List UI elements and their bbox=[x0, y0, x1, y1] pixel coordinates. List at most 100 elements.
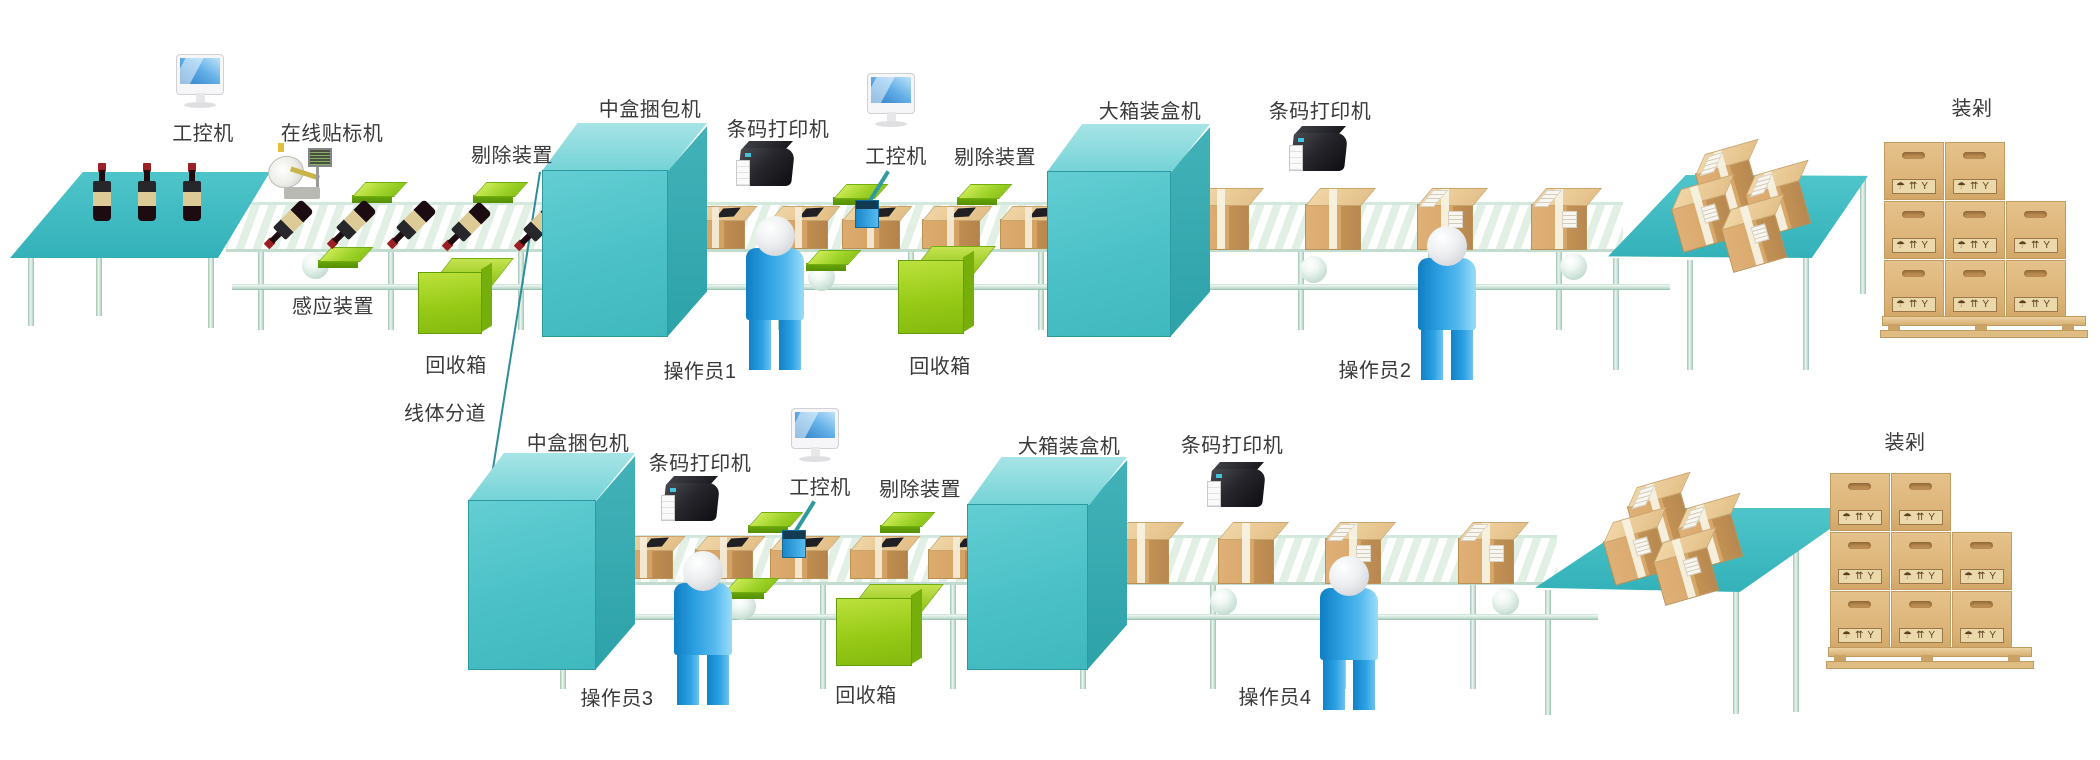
label-reject-device-2: 剔除装置 bbox=[954, 147, 1036, 169]
label-mid-box-bundler-1: 中盒捆包机 bbox=[598, 99, 702, 121]
machine-face-front bbox=[542, 170, 668, 337]
label-barcode-printer-4: 条码打印机 bbox=[1180, 435, 1284, 457]
pallet-foot bbox=[1975, 324, 1987, 331]
carton-box bbox=[850, 537, 908, 579]
table-leg bbox=[28, 256, 34, 326]
monitor-stand bbox=[196, 93, 205, 102]
pallet-row bbox=[1884, 201, 2066, 259]
monitor-stand bbox=[811, 447, 820, 456]
pallet-row bbox=[1830, 473, 2012, 531]
pallet-row bbox=[1884, 260, 2066, 318]
table-leg bbox=[1860, 178, 1866, 294]
sensor-ball bbox=[1492, 588, 1519, 615]
machine-face-front bbox=[967, 504, 1088, 670]
conveyor-leg bbox=[1210, 579, 1216, 689]
bin-side bbox=[911, 588, 922, 665]
label-mid-box-bundler-2: 中盒捆包机 bbox=[526, 433, 630, 455]
labeler-pole bbox=[316, 164, 319, 194]
labeler-flag bbox=[278, 143, 284, 152]
printer-button bbox=[745, 153, 751, 157]
operator-head bbox=[755, 216, 795, 256]
table-leg bbox=[208, 256, 214, 328]
conveyor-leg bbox=[1470, 579, 1476, 689]
sensor-ball bbox=[1560, 253, 1587, 280]
pallet-box bbox=[1891, 532, 1951, 590]
operator-body bbox=[746, 248, 804, 320]
pallet-row bbox=[1884, 142, 2066, 200]
shipping-label bbox=[1681, 505, 1706, 531]
barcode-sticker bbox=[644, 537, 669, 548]
table-leg bbox=[1545, 590, 1551, 715]
label-recycle-bin-3: 回收箱 bbox=[835, 685, 897, 707]
barcode-sticker bbox=[951, 207, 976, 218]
operator-leg bbox=[677, 655, 699, 705]
shipping-label bbox=[1749, 172, 1774, 198]
printer-label-slip bbox=[736, 160, 750, 186]
reject-scanner bbox=[782, 530, 806, 558]
label-online-labeler: 在线贴标机 bbox=[280, 123, 384, 145]
diverter-plate bbox=[957, 197, 997, 205]
operator-body bbox=[1320, 588, 1378, 660]
printer-button bbox=[1216, 474, 1222, 478]
shipping-label bbox=[1489, 545, 1504, 562]
pallet-foot bbox=[2008, 655, 2020, 662]
label-barcode-printer-3: 条码打印机 bbox=[648, 453, 752, 475]
shipping-label bbox=[1632, 536, 1652, 557]
wine-bottle bbox=[93, 163, 111, 221]
industrial-pc-monitor-2 bbox=[866, 73, 916, 129]
printer-label-slip bbox=[1289, 145, 1303, 171]
bin-side bbox=[963, 250, 974, 333]
table-leg bbox=[1613, 258, 1619, 370]
table-leg bbox=[1793, 512, 1799, 712]
label-sensor-device: 感应装置 bbox=[292, 296, 374, 318]
pallet-box bbox=[1952, 532, 2012, 590]
bin-front bbox=[836, 598, 912, 666]
operator-leg bbox=[1451, 330, 1473, 380]
printer-button bbox=[1298, 138, 1304, 142]
machine-mid-box-bundler-line1 bbox=[542, 123, 707, 337]
bin-front bbox=[898, 260, 964, 334]
label-palletizing-1: 装剁 bbox=[1951, 98, 1993, 120]
pallet-box bbox=[1830, 591, 1890, 649]
pallet-box bbox=[2006, 260, 2066, 318]
label-line-split: 线体分道 bbox=[404, 403, 486, 425]
pallet-box bbox=[1830, 473, 1890, 531]
recycle-bin-2 bbox=[898, 246, 996, 334]
shipping-label bbox=[1562, 211, 1577, 228]
barcode-sticker bbox=[879, 537, 904, 548]
carton-box-large bbox=[1531, 189, 1587, 250]
pallet-box bbox=[2006, 201, 2066, 259]
wine-bottle bbox=[183, 163, 201, 221]
operator-4-figure bbox=[1320, 556, 1378, 712]
operator-body bbox=[1418, 258, 1476, 330]
pallet-line2 bbox=[1830, 473, 2012, 650]
pallet-skid bbox=[1880, 330, 2088, 338]
operator-head bbox=[1329, 556, 1369, 596]
diverter-plate bbox=[833, 197, 873, 205]
barcode-printer-2-line2 bbox=[1206, 462, 1266, 507]
pallet-foot bbox=[1834, 655, 1846, 662]
shipping-label bbox=[1699, 151, 1724, 177]
label-reject-device-3: 剔除装置 bbox=[879, 479, 961, 501]
diverter-plate bbox=[880, 525, 920, 533]
pallet-box bbox=[1884, 142, 1944, 200]
wine-bottle bbox=[138, 163, 156, 221]
label-operator-2: 操作员2 bbox=[1338, 360, 1412, 382]
industrial-pc-monitor-3 bbox=[790, 408, 840, 464]
table-leg bbox=[1687, 260, 1693, 370]
label-industrial-pc-1: 工控机 bbox=[172, 123, 234, 145]
operator-body bbox=[674, 583, 732, 655]
printer-label-slip bbox=[1207, 481, 1221, 507]
operator-leg bbox=[1353, 660, 1375, 710]
shipping-label bbox=[1700, 203, 1720, 224]
table-leg bbox=[1803, 258, 1809, 370]
table-leg bbox=[1733, 592, 1739, 714]
monitor-screen bbox=[795, 412, 835, 438]
machine-mid-box-bundler-line2 bbox=[468, 453, 635, 670]
monitor-base bbox=[184, 102, 216, 108]
printer-button bbox=[670, 488, 676, 492]
operator-leg bbox=[707, 655, 729, 705]
label-operator-3: 操作员3 bbox=[580, 688, 654, 710]
pallet-box bbox=[1945, 201, 2005, 259]
industrial-pc-monitor-1 bbox=[175, 54, 225, 110]
